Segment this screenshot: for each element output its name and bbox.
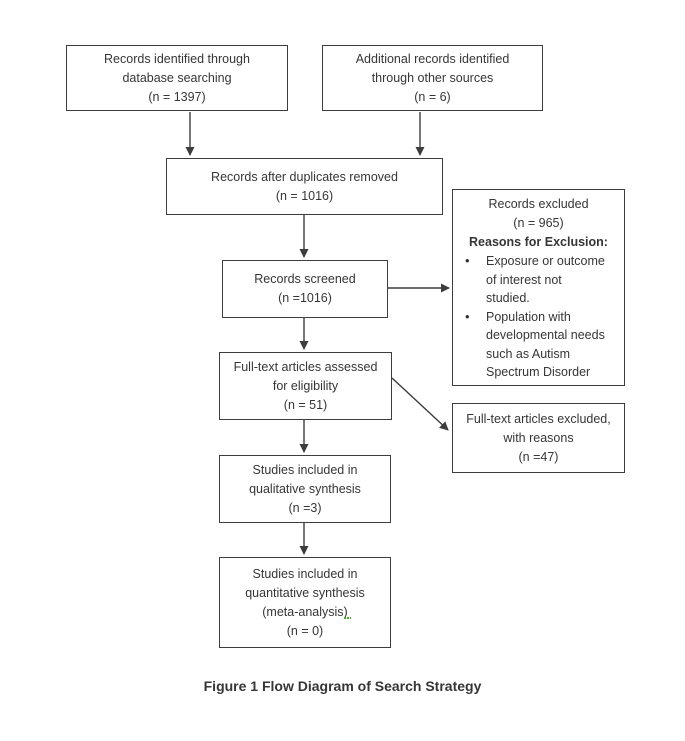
exclusion-reason-text: Population with developmental needs such… (486, 309, 605, 380)
box-records-excluded-reasons-heading: Reasons for Exclusion: (469, 235, 608, 249)
box-records-screened-text: Records screened (n =1016) (254, 272, 356, 305)
box-quantitative-synthesis: Studies included in quantitative synthes… (219, 557, 391, 648)
figure-caption: Figure 1 Flow Diagram of Search Strategy (203, 678, 482, 694)
arrow-fulltext-to-ft-excluded (391, 377, 449, 431)
box-records-excluded: Records excluded (n = 965) Reasons for E… (452, 189, 625, 386)
box-after-duplicates: Records after duplicates removed (n = 10… (166, 158, 443, 215)
box-records-identified-database: Records identified through database sear… (66, 45, 288, 111)
exclusion-reason-item: • Exposure or outcome of interest not st… (465, 252, 620, 308)
bullet-icon: • (465, 308, 470, 324)
box-fulltext-excluded: Full-text articles excluded, with reason… (452, 403, 625, 473)
box-fulltext-assessed-text: Full-text articles assessed for eligibil… (233, 359, 378, 412)
box-after-duplicates-text: Records after duplicates removed (n = 10… (211, 169, 398, 203)
box-fulltext-assessed: Full-text articles assessed for eligibil… (219, 352, 392, 420)
exclusion-reason-list: • Exposure or outcome of interest not st… (453, 252, 624, 382)
bullet-icon: • (465, 253, 470, 268)
box-quantitative-synthesis-text: Studies included in quantitative synthes… (245, 566, 365, 638)
box-fulltext-excluded-text: Full-text articles excluded, with reason… (466, 411, 611, 464)
spellcheck-squiggle (344, 617, 351, 619)
box-qualitative-synthesis-text: Studies included in qualitative synthesi… (249, 462, 361, 515)
box-additional-records: Additional records identified through ot… (322, 45, 543, 111)
exclusion-reason-text: Exposure or outcome of interest not stud… (486, 254, 605, 305)
box-qualitative-synthesis: Studies included in qualitative synthesi… (219, 455, 391, 523)
exclusion-reason-item: • Population with developmental needs su… (465, 308, 620, 382)
box-records-identified-database-text: Records identified through database sear… (104, 51, 250, 104)
box-records-screened: Records screened (n =1016) (222, 260, 388, 318)
box-records-excluded-title: Records excluded (n = 965) (488, 197, 589, 230)
box-additional-records-text: Additional records identified through ot… (355, 51, 510, 104)
